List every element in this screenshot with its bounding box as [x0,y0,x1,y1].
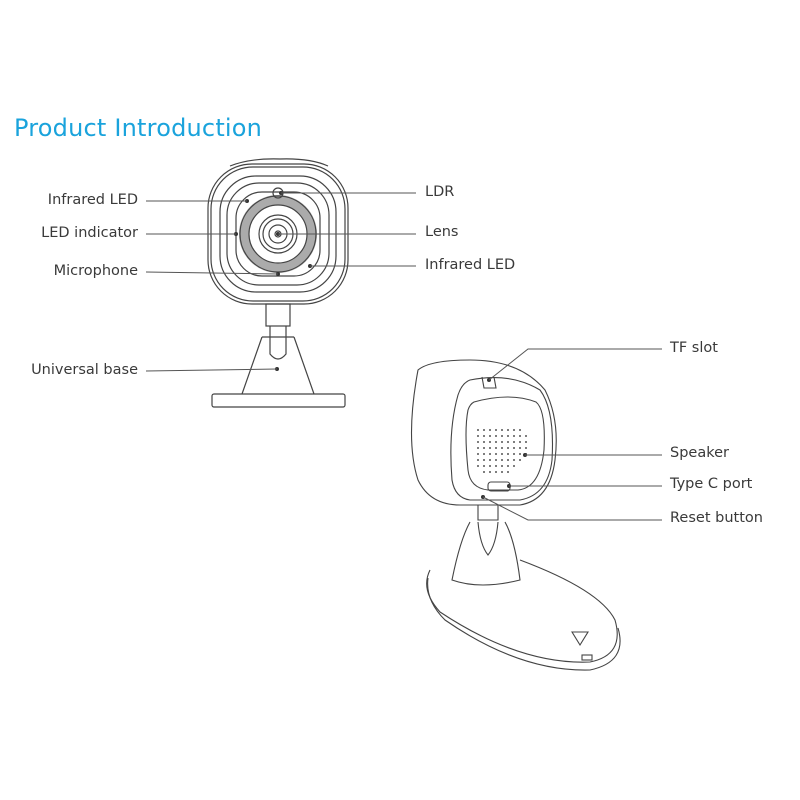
back-camera-body [411,359,621,671]
front-stand [211,303,346,408]
front-leader-lines [145,192,416,372]
label-led-indicator: LED indicator [41,225,138,241]
label-microphone: Microphone [53,263,138,279]
label-tf-slot: TF slot [670,340,718,356]
label-infrared-led-left: Infrared LED [47,192,138,208]
speaker-grille-icon [477,429,527,473]
label-speaker: Speaker [670,445,729,461]
back-leader-lines [482,348,662,521]
label-reset-button: Reset button [670,510,763,526]
label-ldr: LDR [425,184,455,200]
page-title: Product Introduction [14,114,263,142]
label-universal-base: Universal base [31,362,138,378]
label-type-c-port: Type C port [670,476,753,492]
label-infrared-led-right: Infrared LED [425,257,516,273]
label-lens: Lens [425,224,459,240]
